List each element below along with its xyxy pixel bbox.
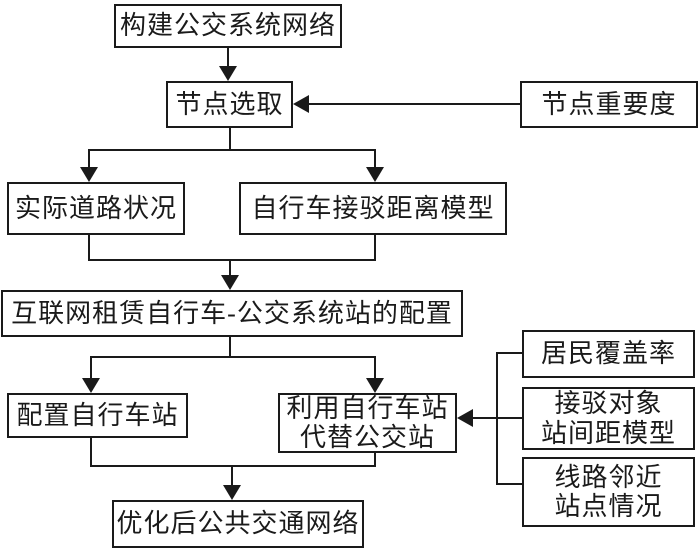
arrow-left-icon [457, 409, 473, 427]
flow-node-node-select: 节点选取 [166, 81, 293, 128]
connector-line [231, 465, 233, 487]
flow-node-replace-bus: 利用自行车站 代替公交站 [278, 393, 457, 453]
connector-line [90, 356, 376, 358]
flow-node-bike-distance-model: 自行车接驳距离模型 [239, 182, 507, 235]
flow-node-build-network: 构建公交系统网络 [114, 4, 342, 48]
arrow-down-icon [366, 378, 384, 393]
connector-line [90, 465, 376, 467]
connector-line [374, 149, 376, 168]
connector-line [496, 352, 522, 354]
arrow-down-icon [80, 167, 98, 182]
connector-line [229, 259, 231, 277]
connector-line [89, 149, 376, 151]
connector-line [88, 149, 90, 168]
connector-line [471, 417, 522, 419]
connector-line [374, 235, 376, 261]
flow-node-optimized: 优化后公共交通网络 [112, 500, 364, 548]
connector-line [229, 128, 231, 150]
connector-line [374, 453, 376, 467]
flow-node-node-importance: 节点重要度 [520, 81, 698, 128]
flow-node-spacing-model: 接驳对象 站间距模型 [522, 387, 695, 450]
arrow-down-icon [221, 275, 239, 290]
flow-node-road-condition: 实际道路状况 [7, 182, 185, 235]
connector-line [374, 356, 376, 379]
arrow-left-icon [293, 95, 309, 113]
flow-node-station-config: 互联网租赁自行车-公交系统站的配置 [1, 290, 463, 337]
arrow-down-icon [223, 485, 241, 500]
connector-line [227, 48, 229, 67]
connector-line [229, 337, 231, 358]
arrow-down-icon [366, 167, 384, 182]
arrow-down-icon [219, 66, 237, 81]
connector-line [88, 259, 376, 261]
connector-line [309, 103, 520, 105]
arrow-down-icon [82, 378, 100, 393]
flow-node-bike-station: 配置自行车站 [7, 393, 188, 438]
flow-node-nearby-station: 线路邻近 站点情况 [522, 457, 695, 527]
connector-line [90, 438, 92, 467]
connector-line [88, 235, 90, 261]
connector-line [496, 483, 522, 485]
connector-line [90, 356, 92, 379]
flow-node-coverage: 居民覆盖率 [522, 330, 695, 378]
